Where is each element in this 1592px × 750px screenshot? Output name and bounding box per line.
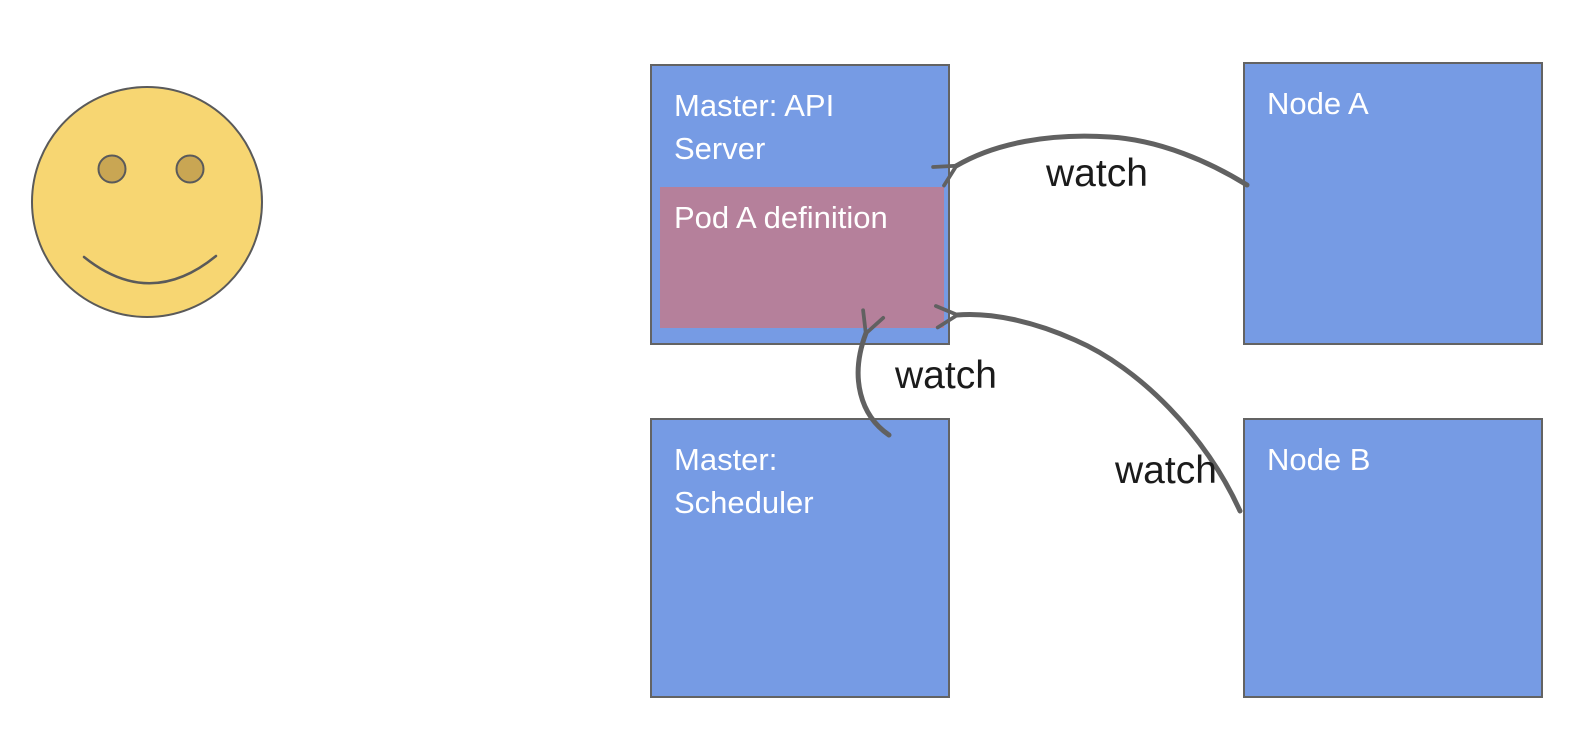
- smiley-face-mouth: [82, 254, 218, 285]
- smiley-face-icon: [31, 86, 263, 318]
- edge-label-watch-scheduler: watch: [895, 354, 997, 397]
- box-pod-a-definition-label: Pod A definition: [674, 200, 888, 235]
- box-master-scheduler: Master: Scheduler: [650, 418, 950, 698]
- box-node-a: Node A: [1243, 62, 1543, 345]
- box-node-b: Node B: [1243, 418, 1543, 698]
- box-master-scheduler-label: Master: Scheduler: [674, 442, 814, 520]
- smiley-face-right-eye: [175, 154, 205, 184]
- box-master-api-server-label: Master: API Server: [674, 88, 835, 166]
- edge-label-watch-node-a: watch: [1046, 152, 1148, 195]
- box-node-a-label: Node A: [1267, 86, 1369, 121]
- box-node-b-label: Node B: [1267, 442, 1371, 477]
- box-pod-a-definition: Pod A definition: [660, 187, 944, 328]
- smiley-face-head: [31, 86, 263, 318]
- box-master-api-server: Master: API Server Pod A definition: [650, 64, 950, 345]
- smiley-face-left-eye: [97, 154, 127, 184]
- edge-label-watch-node-b: watch: [1115, 449, 1217, 492]
